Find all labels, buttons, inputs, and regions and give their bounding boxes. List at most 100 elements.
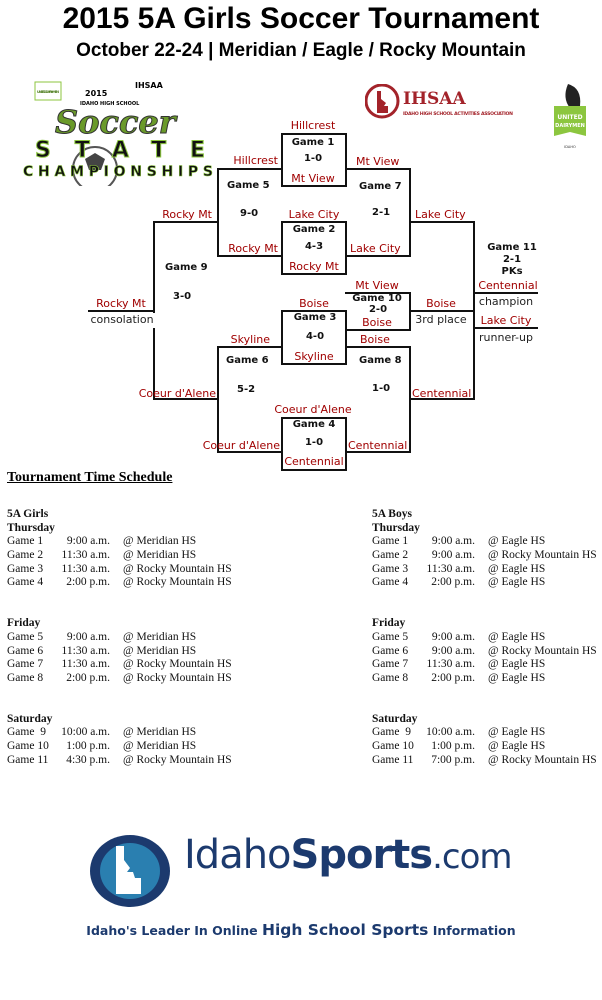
schedule-time: 11:30 a.m.	[426, 562, 475, 575]
page-title: 2015 5A Girls Soccer Tournament	[62, 2, 540, 35]
schedule-game: Game 7	[7, 658, 44, 671]
schedule-venue: @ Rocky Mountain HS	[488, 753, 597, 766]
spacer	[7, 590, 232, 617]
spacer	[7, 686, 232, 713]
logo-word: STATE	[35, 138, 205, 163]
schedule-venue: @ Meridian HS	[123, 630, 197, 643]
schedule-game: Game 1	[372, 535, 409, 548]
tagline-part: Idaho's Leader In Online	[86, 923, 262, 938]
schedule-time: 4:30 p.m.	[66, 753, 110, 766]
team-name: Rocky Mt	[162, 208, 212, 221]
game-label: Game 3	[293, 312, 337, 323]
bracket-line	[217, 168, 219, 257]
idahosports-wordmark: IdahoSports.com	[184, 832, 513, 878]
game-score: 1-0	[372, 383, 391, 394]
bracket-line	[153, 398, 219, 400]
schedule-venue: @ Eagle HS	[488, 658, 546, 671]
game-label: Game 8	[359, 355, 402, 366]
schedule-venue: @ Rocky Mountain HS	[123, 671, 232, 684]
game-label: Game 4	[292, 419, 336, 430]
bracket-line	[409, 221, 475, 223]
bracket-line	[345, 310, 347, 365]
schedule-time: 11:30 a.m.	[426, 658, 475, 671]
schedule-row: Game 9 10:00 a.m. @ Eagle HS	[372, 726, 597, 740]
schedule-heading: 5A Girls	[7, 508, 49, 520]
schedule-game: Game 9	[372, 726, 411, 739]
bracket-line	[153, 328, 155, 400]
bracket-line	[345, 255, 411, 257]
game-score: 3-0	[173, 291, 192, 302]
bracket-line	[88, 310, 155, 312]
schedule-row: Game 10 1:00 p.m. @ Eagle HS	[372, 740, 597, 754]
team-name: Boise	[360, 333, 390, 346]
brand-idaho: Idaho	[184, 832, 292, 878]
schedule-game: Game 10	[372, 740, 414, 752]
united-dairymen-logo: UNITED DAIRYMEN IDAHO	[550, 82, 590, 152]
bracket-line	[217, 168, 283, 170]
game-label: Game 9	[165, 262, 208, 273]
schedule-time: 9:00 a.m.	[431, 549, 475, 562]
bracket-line	[281, 133, 347, 135]
soccer-championships-logo: UNITED DAIRYMEN 2015 IDAHO HIGH SCHOOL I…	[15, 74, 220, 192]
bracket-line	[281, 310, 347, 312]
ihsaa-logo: IHSAA IDAHO HIGH SCHOOL ACTIVITIES ASSOC…	[364, 83, 515, 120]
spacer	[372, 686, 597, 713]
team-name: Coeur d'Alene	[202, 439, 280, 452]
schedule-time: 9:00 a.m.	[66, 535, 110, 548]
bracket-line	[281, 310, 283, 365]
team-name: Boise	[362, 316, 392, 329]
schedule-time: 10:00 a.m.	[61, 726, 110, 739]
schedule-game: Game 3	[372, 562, 409, 575]
game-score: 2-0	[368, 304, 388, 315]
bracket-line	[281, 417, 283, 471]
schedule-time: 1:00 p.m.	[66, 740, 110, 752]
schedule-time: 2:00 p.m.	[66, 576, 110, 589]
schedule-venue: @ Rocky Mountain HS	[488, 644, 597, 657]
team-name: Mt View	[356, 155, 400, 168]
schedule-venue: @ Eagle HS	[488, 562, 546, 575]
team-name: Mt View	[291, 172, 335, 185]
schedule-time: 2:00 p.m.	[431, 671, 475, 684]
bracket-line	[281, 221, 347, 223]
schedule-row: Game 2 9:00 a.m. @ Rocky Mountain HS	[372, 549, 597, 563]
schedule-day: Thursday	[372, 521, 420, 534]
team-name: Rocky Mt	[289, 260, 339, 273]
schedule-row: Game 1 9:00 a.m. @ Eagle HS	[372, 535, 597, 549]
schedule-venue: @ Eagle HS	[488, 535, 546, 548]
bracket-line	[345, 417, 347, 471]
bracket-line	[345, 329, 411, 331]
game-note: PKs	[501, 266, 523, 277]
game-score: 9-0	[240, 208, 259, 219]
schedule-game: Game 6	[372, 644, 409, 657]
tagline-part: Information	[428, 923, 516, 938]
third-place-label: 3rd place	[415, 313, 467, 326]
schedule-heading: 5A Boys	[372, 508, 412, 520]
spacer	[372, 590, 597, 617]
schedule-game: Game 11	[372, 753, 414, 766]
bracket-line	[281, 469, 347, 471]
bracket-line	[473, 327, 538, 329]
team-name: Rocky Mt	[228, 242, 278, 255]
schedule-time: 2:00 p.m.	[66, 671, 110, 684]
game-label: Game 11	[487, 242, 537, 253]
schedule-venue: @ Eagle HS	[488, 630, 546, 643]
schedule-row: Game 8 2:00 p.m. @ Eagle HS	[372, 672, 597, 686]
bracket-line	[281, 417, 347, 419]
runner-up-label: runner-up	[479, 331, 533, 344]
bracket-line	[345, 221, 347, 275]
bracket-line	[409, 168, 411, 257]
schedule-row: Game 2 11:30 a.m. @ Meridian HS	[7, 549, 232, 563]
team-name: Centennial	[284, 455, 344, 468]
schedule-row: Game 11 4:30 p.m. @ Rocky Mountain HS	[7, 754, 232, 768]
team-name: Hillcrest	[233, 154, 278, 167]
schedule-row: Game 6 11:30 a.m. @ Meridian HS	[7, 645, 232, 659]
consolation-label: consolation	[90, 313, 154, 326]
team-name: Coeur d'Alene	[138, 387, 216, 400]
dairymen-line: DAIRYMEN	[555, 123, 585, 129]
team-name: Hillcrest	[290, 119, 336, 132]
game-label: Game 7	[359, 181, 402, 192]
team-name: Skyline	[294, 350, 334, 363]
schedule-game: Game 4	[7, 576, 44, 589]
schedule-row: Game 5 9:00 a.m. @ Eagle HS	[372, 631, 597, 645]
